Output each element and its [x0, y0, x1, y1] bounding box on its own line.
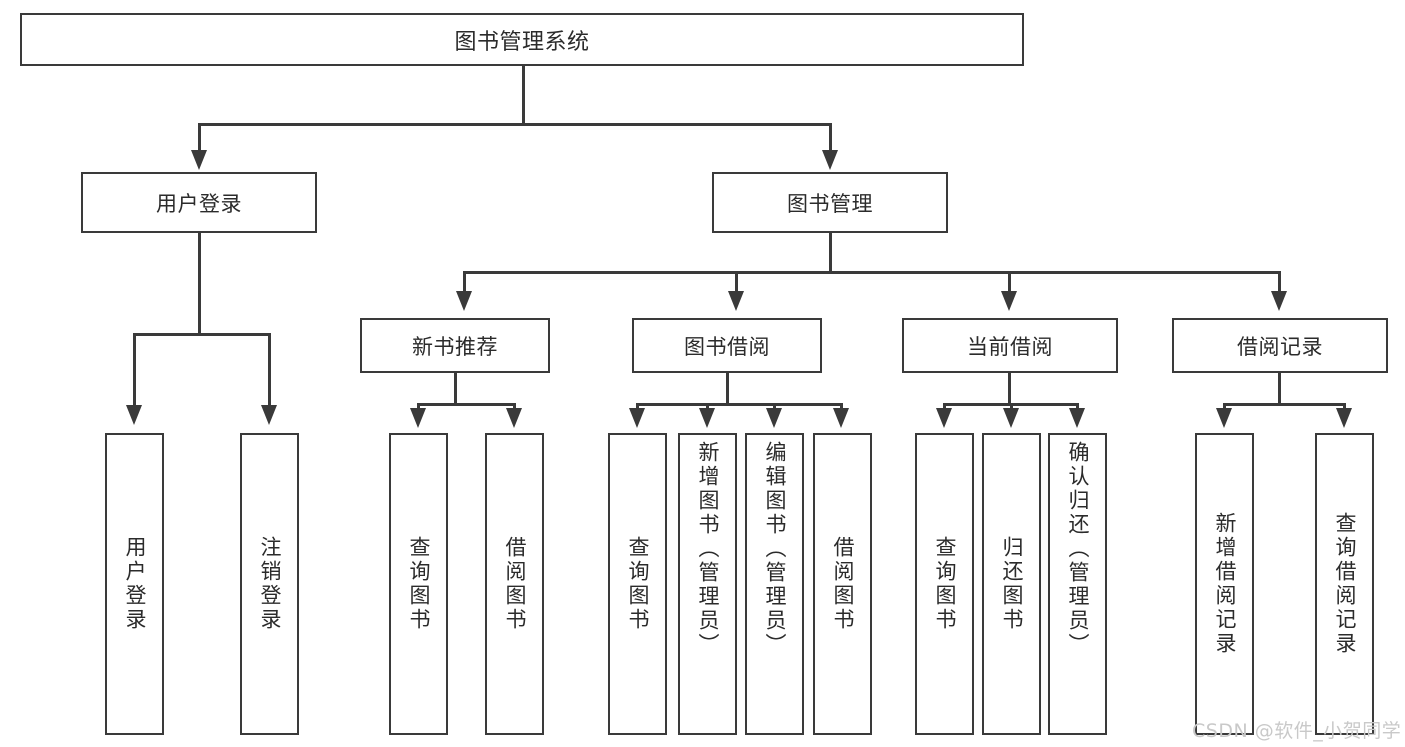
arrow-to-user-login-leaf-2: [261, 405, 277, 425]
node-leaf-user-login[interactable]: 用户登录: [105, 433, 164, 735]
arrow-to-user-login: [191, 150, 207, 170]
node-label: 查询借阅记录: [1333, 512, 1357, 656]
arrow-to-br-leaf-2: [1336, 408, 1352, 428]
node-leaf-confirm-return-admin[interactable]: 确认归还（管理员）: [1048, 433, 1107, 735]
edge-drop-new-book-recommend: [463, 271, 466, 295]
edge-current-borrow-stem: [1008, 373, 1011, 405]
arrow-to-current-borrow: [1001, 291, 1017, 311]
node-leaf-add-book-admin[interactable]: 新增图书（管理员）: [678, 433, 737, 735]
arrow-to-new-book-recommend: [456, 291, 472, 311]
node-leaf-query-borrow-record[interactable]: 查询借阅记录: [1315, 433, 1374, 735]
node-leaf-query-book-nbr[interactable]: 查询图书: [389, 433, 448, 735]
node-label: 图书管理系统: [454, 29, 590, 55]
edge-drop-current-borrow: [1008, 271, 1011, 295]
arrow-to-book-manage: [822, 150, 838, 170]
node-label: 新书推荐: [412, 334, 498, 359]
node-label: 新增借阅记录: [1213, 512, 1237, 656]
node-label: 图书借阅: [684, 334, 770, 359]
edge-new-book-recommend-stem: [454, 373, 457, 405]
node-label: 查询图书: [933, 536, 957, 632]
node-label: 确认归还（管理员）: [1066, 441, 1090, 657]
node-label: 借阅图书: [503, 536, 527, 632]
edge-drop-nbr-leaf-2: [513, 403, 516, 411]
node-leaf-logout[interactable]: 注销登录: [240, 433, 299, 735]
node-leaf-edit-book-admin[interactable]: 编辑图书（管理员）: [745, 433, 804, 735]
node-borrow-record[interactable]: 借阅记录: [1172, 318, 1388, 373]
node-user-login[interactable]: 用户登录: [81, 172, 317, 233]
edge-drop-book-manage: [829, 123, 832, 155]
edge-drop-user-login-leaf-2: [268, 333, 271, 409]
node-leaf-borrow-book-nbr[interactable]: 借阅图书: [485, 433, 544, 735]
edge-drop-br-leaf-1: [1223, 403, 1226, 411]
edge-user-login-split-bar: [133, 333, 270, 336]
edge-drop-cb-leaf-1: [943, 403, 946, 411]
arrow-to-cb-leaf-3: [1069, 408, 1085, 428]
node-leaf-borrow-book-bb[interactable]: 借阅图书: [813, 433, 872, 735]
node-label: 借阅图书: [831, 536, 855, 632]
arrow-to-cb-leaf-1: [936, 408, 952, 428]
node-label: 用户登录: [156, 191, 242, 216]
node-label: 图书管理: [787, 191, 873, 216]
edge-drop-nbr-leaf-1: [417, 403, 420, 411]
arrow-to-book-borrow: [728, 291, 744, 311]
edge-drop-bb-leaf-4: [840, 403, 843, 411]
edge-borrow-record-stem: [1278, 373, 1281, 405]
arrow-to-bb-leaf-3: [766, 408, 782, 428]
node-label: 用户登录: [123, 536, 147, 632]
csdn-watermark: CSDN @软件_小贺同学: [1192, 720, 1402, 742]
node-root-system[interactable]: 图书管理系统: [20, 13, 1024, 66]
node-leaf-add-borrow-record[interactable]: 新增借阅记录: [1195, 433, 1254, 735]
edge-drop-book-borrow: [735, 271, 738, 295]
edge-borrow-record-split-bar: [1223, 403, 1345, 406]
arrow-to-nbr-leaf-1: [410, 408, 426, 428]
edge-book-borrow-split-bar: [636, 403, 842, 406]
edge-drop-user-login-leaf-1: [133, 333, 136, 409]
edge-book-borrow-stem: [726, 373, 729, 405]
arrow-to-cb-leaf-2: [1003, 408, 1019, 428]
edge-drop-borrow-record: [1278, 271, 1281, 295]
node-new-book-recommend[interactable]: 新书推荐: [360, 318, 550, 373]
edge-root-stem: [522, 66, 525, 123]
edge-drop-bb-leaf-3: [773, 403, 776, 411]
node-label: 编辑图书（管理员）: [763, 441, 787, 657]
arrow-to-borrow-record: [1271, 291, 1287, 311]
node-book-borrow[interactable]: 图书借阅: [632, 318, 822, 373]
edge-root-split-bar: [198, 123, 831, 126]
node-label: 归还图书: [1000, 536, 1024, 632]
edge-user-login-stem: [198, 233, 201, 335]
node-leaf-query-book-bb[interactable]: 查询图书: [608, 433, 667, 735]
node-leaf-return-book[interactable]: 归还图书: [982, 433, 1041, 735]
arrow-to-bb-leaf-2: [699, 408, 715, 428]
node-label: 查询图书: [407, 536, 431, 632]
node-book-manage[interactable]: 图书管理: [712, 172, 948, 233]
edge-drop-bb-leaf-1: [636, 403, 639, 411]
arrow-to-bb-leaf-4: [833, 408, 849, 428]
edge-drop-user-login: [198, 123, 201, 155]
node-label: 查询图书: [626, 536, 650, 632]
edge-book-manage-stem: [829, 233, 832, 273]
edge-drop-br-leaf-2: [1343, 403, 1346, 411]
arrow-to-nbr-leaf-2: [506, 408, 522, 428]
edge-drop-cb-leaf-2: [1010, 403, 1013, 411]
node-label: 注销登录: [258, 536, 282, 632]
edge-book-manage-split-bar: [463, 271, 1281, 274]
node-label: 借阅记录: [1237, 334, 1323, 359]
edge-drop-cb-leaf-3: [1076, 403, 1079, 411]
node-current-borrow[interactable]: 当前借阅: [902, 318, 1118, 373]
edge-drop-bb-leaf-2: [706, 403, 709, 411]
node-label: 新增图书（管理员）: [696, 441, 720, 657]
arrow-to-user-login-leaf-1: [126, 405, 142, 425]
edge-new-book-recommend-split-bar: [417, 403, 515, 406]
node-leaf-query-book-cb[interactable]: 查询图书: [915, 433, 974, 735]
arrow-to-bb-leaf-1: [629, 408, 645, 428]
node-label: 当前借阅: [967, 334, 1053, 359]
arrow-to-br-leaf-1: [1216, 408, 1232, 428]
